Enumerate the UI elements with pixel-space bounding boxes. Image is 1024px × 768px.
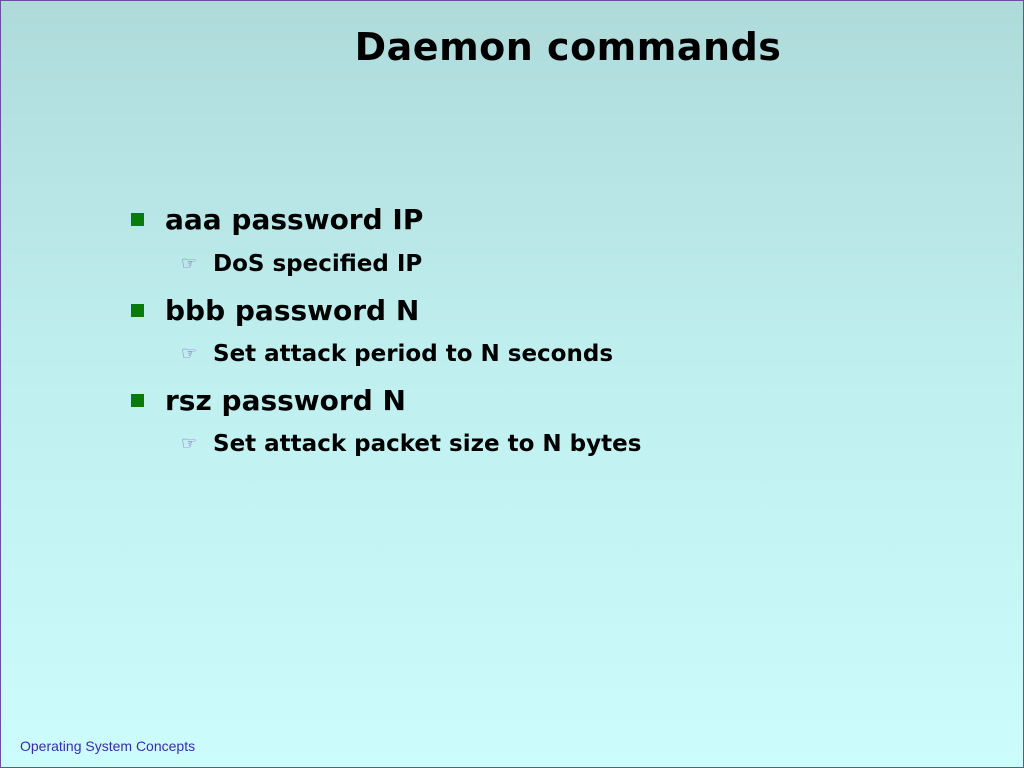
pointing-hand-bullet-icon: ☞: [181, 253, 198, 274]
bullet-text: aaa password IP: [165, 203, 424, 236]
pointing-hand-bullet-icon: ☞: [181, 433, 198, 454]
slide-title: Daemon commands: [354, 25, 782, 69]
green-square-bullet-icon: [131, 394, 144, 407]
bullet-item-level2: ☞ Set attack period to N seconds: [181, 341, 613, 367]
bullet-text: DoS specified IP: [213, 251, 423, 277]
bullet-item-level2: ☞ Set attack packet size to N bytes: [181, 431, 641, 457]
bullet-item-level1: bbb password N: [131, 294, 419, 327]
pointing-hand-bullet-icon: ☞: [181, 343, 198, 364]
bullet-text: bbb password N: [165, 294, 420, 327]
green-square-bullet-icon: [131, 304, 144, 317]
bullet-item-level1: aaa password IP: [131, 203, 423, 236]
slide-footer: Operating System Concepts: [20, 738, 196, 754]
bullet-text: rsz password N: [165, 384, 406, 417]
bullet-item-level2: ☞ DoS specified IP: [181, 251, 422, 277]
bullet-text: Set attack packet size to N bytes: [213, 431, 642, 457]
bullet-text: Set attack period to N seconds: [213, 341, 614, 367]
green-square-bullet-icon: [131, 213, 144, 226]
bullet-item-level1: rsz password N: [131, 384, 406, 417]
